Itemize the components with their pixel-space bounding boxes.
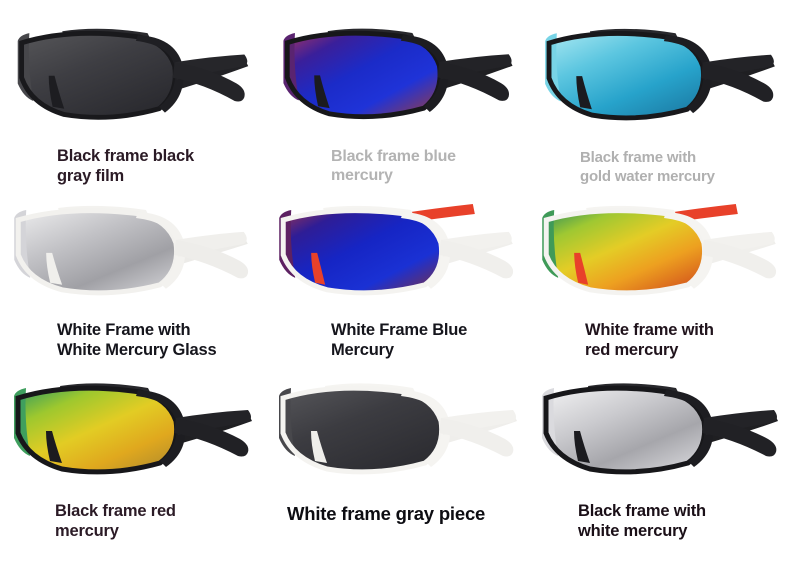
product-caption: White frame gray piece — [287, 503, 486, 524]
product-cell-white-frame-white-mercury-glass[interactable]: White Frame with White Mercury Glass — [0, 186, 265, 360]
product-image-white-frame-blue-mercury[interactable] — [265, 190, 530, 312]
product-caption: White frame with red mercury — [585, 320, 714, 359]
product-image-black-frame-black-gray-film[interactable] — [0, 8, 265, 139]
product-cell-white-frame-blue-mercury[interactable]: White Frame Blue Mercury — [265, 186, 530, 360]
product-image-white-frame-red-mercury[interactable] — [530, 190, 790, 312]
product-image-black-frame-gold-water-mercury[interactable] — [530, 8, 790, 139]
product-cell-black-frame-gold-water-mercury[interactable]: Black frame with gold water mercury — [530, 0, 790, 186]
product-cell-black-frame-blue-mercury[interactable]: Black frame blue mercury — [265, 0, 530, 186]
product-caption: Black frame with white mercury — [578, 502, 706, 541]
product-image-black-frame-blue-mercury[interactable] — [265, 8, 530, 138]
product-caption: White Frame with White Mercury Glass — [57, 320, 217, 359]
product-image-black-frame-red-mercury[interactable] — [0, 366, 265, 491]
product-caption: Black frame black gray film — [57, 146, 194, 185]
product-caption: Black frame red mercury — [55, 502, 176, 541]
product-caption: Black frame with gold water mercury — [580, 149, 715, 185]
product-cell-black-frame-red-mercury[interactable]: Black frame red mercury — [0, 360, 265, 563]
product-caption: Black frame blue mercury — [331, 147, 456, 185]
product-cell-black-frame-white-mercury[interactable]: Black frame with white mercury — [530, 360, 790, 563]
product-image-white-frame-gray-piece[interactable] — [265, 366, 530, 491]
product-caption: White Frame Blue Mercury — [331, 320, 468, 359]
product-cell-white-frame-red-mercury[interactable]: White frame with red mercury — [530, 186, 790, 360]
product-cell-black-frame-black-gray-film[interactable]: Black frame black gray film — [0, 0, 265, 186]
product-image-white-frame-white-mercury-glass[interactable] — [0, 190, 265, 312]
product-cell-white-frame-gray-piece[interactable]: White frame gray piece — [265, 360, 530, 563]
product-image-black-frame-white-mercury[interactable] — [530, 366, 790, 491]
